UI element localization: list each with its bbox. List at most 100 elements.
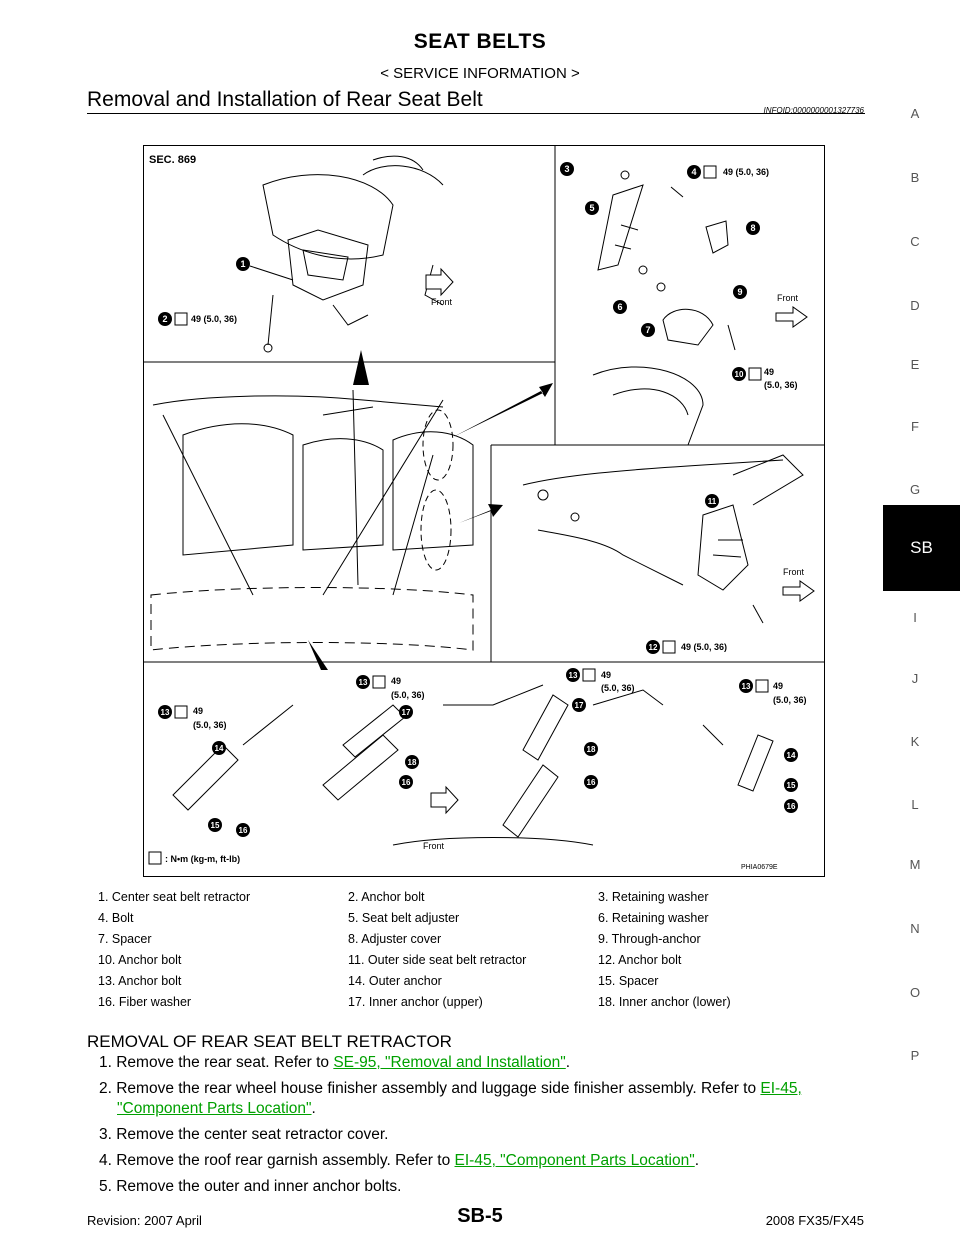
side-index-f[interactable]: F bbox=[911, 419, 919, 434]
outer-retractor-art bbox=[522, 454, 804, 624]
side-index-k[interactable]: K bbox=[910, 734, 920, 749]
anchors-art bbox=[172, 684, 774, 846]
link-ei-45-a[interactable]: EI-45, bbox=[760, 1080, 802, 1097]
legend-item: 4. Bolt bbox=[98, 910, 134, 925]
callout-15b: 15 bbox=[784, 778, 798, 792]
callout-8: 8 bbox=[746, 221, 760, 235]
callout-2: 2 49 (5.0, 36) bbox=[158, 312, 237, 326]
side-index-j[interactable]: J bbox=[911, 671, 919, 686]
svg-text:14: 14 bbox=[787, 751, 796, 760]
legend-item: 15. Spacer bbox=[598, 973, 659, 988]
callout-12: 12 49 (5.0, 36) bbox=[646, 640, 727, 654]
diagram-frame bbox=[143, 145, 825, 877]
legend-item: 5. Seat belt adjuster bbox=[348, 910, 460, 925]
info-id: INFOID:0000000001327736 bbox=[763, 106, 864, 115]
callout-14b: 14 bbox=[784, 748, 798, 762]
exploded-view-diagram: SEC. 869 1 2 49 (5.0, 36) Front bbox=[143, 145, 825, 877]
callout-15a: 15 bbox=[208, 818, 222, 832]
sec-label: SEC. 869 bbox=[149, 154, 196, 166]
side-index-l[interactable]: L bbox=[911, 797, 919, 812]
pointer-arrow-down bbox=[308, 640, 328, 670]
callout-18b: 18 bbox=[584, 742, 598, 756]
svg-text:16: 16 bbox=[787, 802, 796, 811]
procedure-step-4: 4. Remove the roof rear garnish assembly… bbox=[99, 1152, 700, 1169]
legend-item: 2. Anchor bolt bbox=[348, 889, 425, 904]
procedure-step-1: 1. Remove the rear seat. Refer to SE-95,… bbox=[99, 1054, 571, 1071]
svg-text:16: 16 bbox=[239, 826, 248, 835]
svg-text:5: 5 bbox=[589, 203, 594, 213]
legend-item: 18. Inner anchor (lower) bbox=[598, 994, 731, 1009]
torque-label-4: 49 (5.0, 36) bbox=[723, 167, 769, 177]
svg-text:13: 13 bbox=[742, 682, 751, 691]
legend-item: 14. Outer anchor bbox=[348, 973, 442, 988]
svg-text:1: 1 bbox=[240, 259, 245, 269]
side-index-p[interactable]: P bbox=[910, 1048, 920, 1063]
side-index-e[interactable]: E bbox=[910, 357, 920, 372]
link-ei-45-c[interactable]: EI-45, "Component Parts Location" bbox=[454, 1152, 695, 1169]
callout-13b: 13 49 (5.0, 36) bbox=[356, 675, 425, 700]
procedure-step-5: 5. Remove the outer and inner anchor bol… bbox=[99, 1178, 402, 1195]
link-ei-45-b[interactable]: "Component Parts Location" bbox=[117, 1100, 312, 1117]
svg-text:Front: Front bbox=[431, 297, 453, 307]
svg-text:2: 2 bbox=[162, 314, 167, 324]
svg-text:10: 10 bbox=[735, 370, 744, 379]
svg-text:12: 12 bbox=[649, 643, 658, 652]
side-index-active-sb[interactable]: SB bbox=[883, 505, 960, 591]
callout-16b: 16 bbox=[399, 775, 413, 789]
svg-text:49: 49 bbox=[193, 706, 203, 716]
footer-model: 2008 FX35/FX45 bbox=[765, 1213, 864, 1228]
callout-5: 5 bbox=[585, 201, 599, 215]
svg-text:13: 13 bbox=[569, 671, 578, 680]
svg-text:13: 13 bbox=[359, 678, 368, 687]
legend-item: 16. Fiber washer bbox=[98, 994, 192, 1009]
legend-item: 13. Anchor bolt bbox=[98, 973, 182, 988]
side-index-c[interactable]: C bbox=[910, 234, 920, 249]
callout-13c: 13 49 (5.0, 36) bbox=[566, 668, 635, 693]
svg-text:Front: Front bbox=[777, 293, 799, 303]
legend-item: 17. Inner anchor (upper) bbox=[348, 994, 483, 1009]
footer-revision: Revision: 2007 April bbox=[87, 1213, 202, 1228]
rear-seat-art bbox=[150, 389, 474, 651]
svg-text:18: 18 bbox=[587, 745, 596, 754]
svg-text:(5.0, 36): (5.0, 36) bbox=[391, 690, 425, 700]
svg-text:49: 49 bbox=[601, 670, 611, 680]
callout-13a: 13 49 (5.0, 36) bbox=[158, 705, 227, 730]
callout-7: 7 bbox=[641, 323, 655, 337]
side-index-a[interactable]: A bbox=[910, 106, 920, 121]
callout-17b: 17 bbox=[572, 698, 586, 712]
side-index-d[interactable]: D bbox=[910, 298, 920, 313]
pointer-arrow-right-1 bbox=[453, 383, 553, 437]
center-retractor-art bbox=[262, 155, 444, 353]
side-index-b[interactable]: B bbox=[910, 170, 920, 185]
callout-16d: 16 bbox=[784, 799, 798, 813]
front-arrow-4: Front bbox=[423, 785, 459, 851]
svg-text:(5.0, 36): (5.0, 36) bbox=[764, 380, 798, 390]
side-index-n[interactable]: N bbox=[910, 921, 920, 936]
callout-13d: 13 49 (5.0, 36) bbox=[739, 679, 807, 705]
svg-text:49: 49 bbox=[391, 676, 401, 686]
legend-item: 11. Outer side seat belt retractor bbox=[348, 952, 527, 967]
front-arrow-1: Front bbox=[425, 267, 454, 307]
svg-text:3: 3 bbox=[564, 164, 569, 174]
svg-text:11: 11 bbox=[708, 497, 717, 506]
torque-unit-legend: : N•m (kg-m, ft-lb) bbox=[148, 851, 240, 865]
side-index-o[interactable]: O bbox=[909, 985, 921, 1000]
diagram-ref-code: PHIA0679E bbox=[741, 864, 778, 871]
svg-text:13: 13 bbox=[161, 708, 170, 717]
pointer-arrow-up bbox=[353, 350, 369, 385]
front-arrow-2: Front bbox=[775, 293, 808, 328]
side-index-g[interactable]: G bbox=[909, 482, 921, 497]
svg-text:18: 18 bbox=[408, 758, 417, 767]
side-index-m[interactable]: M bbox=[909, 857, 921, 872]
side-index-i[interactable]: I bbox=[913, 610, 917, 625]
page-header-subtitle: < SERVICE INFORMATION > bbox=[380, 65, 580, 82]
procedure-step-2: 2. Remove the rear wheel house finisher … bbox=[99, 1080, 802, 1117]
callout-14a: 14 bbox=[212, 741, 226, 755]
svg-text:15: 15 bbox=[787, 781, 796, 790]
callout-11: 11 bbox=[705, 494, 719, 508]
torque-label-2: 49 (5.0, 36) bbox=[191, 314, 237, 324]
callout-18a: 18 bbox=[405, 755, 419, 769]
callout-1: 1 bbox=[236, 257, 294, 281]
link-se-95[interactable]: SE-95, "Removal and Installation" bbox=[333, 1054, 566, 1071]
torque-label-12: 49 (5.0, 36) bbox=[681, 642, 727, 652]
